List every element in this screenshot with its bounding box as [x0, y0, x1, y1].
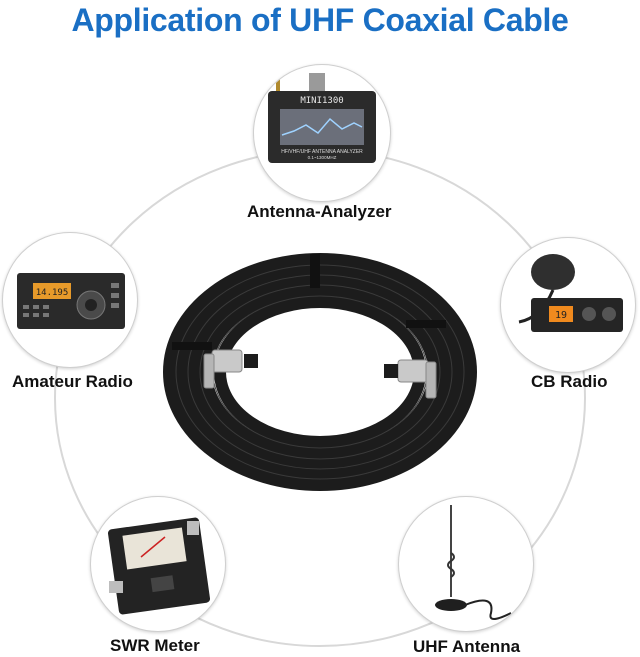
- left-uhf-connector: [203, 349, 258, 389]
- uhf-antenna-bubble: [398, 496, 534, 632]
- amateur-radio-display: 14.195: [36, 288, 69, 298]
- analyzer-range: 0.1~1300MHZ: [308, 155, 337, 160]
- analyzer-brand: MINI1300: [300, 96, 343, 106]
- right-uhf-connector: [384, 359, 437, 399]
- amateur-radio-bubble: 14.195: [2, 232, 138, 368]
- amateur-radio-icon: 14.195: [17, 273, 125, 329]
- analyzer-caption: HF/VHF/UHF ANTENNA ANALYZER: [281, 149, 363, 155]
- antenna-analyzer-icon: MINI1300 HF/VHF/UHF ANTENNA ANALYZER 0.1…: [268, 73, 376, 163]
- cb-radio-label: CB Radio: [531, 372, 608, 391]
- coaxial-cable-coil: [163, 253, 477, 491]
- cb-radio-icon: 19: [518, 254, 623, 332]
- cb-radio-display: 19: [555, 310, 567, 321]
- page-title: Application of UHF Coaxial Cable: [71, 2, 569, 38]
- swr-meter-bubble: [90, 496, 226, 632]
- antenna-analyzer-label: Antenna-Analyzer: [247, 202, 392, 221]
- swr-meter-icon: [107, 517, 211, 615]
- swr-meter-label: SWR Meter: [110, 636, 200, 655]
- amateur-radio-label: Amateur Radio: [12, 372, 133, 391]
- uhf-antenna-label: UHF Antenna: [413, 637, 521, 656]
- cb-radio-bubble: 19: [500, 237, 636, 373]
- uhf-antenna-icon: [435, 505, 512, 620]
- antenna-analyzer-bubble: MINI1300 HF/VHF/UHF ANTENNA ANALYZER 0.1…: [253, 64, 391, 202]
